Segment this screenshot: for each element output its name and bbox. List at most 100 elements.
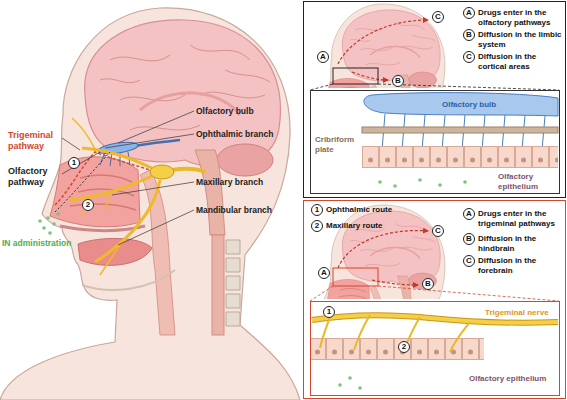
circle-text: B	[393, 76, 403, 86]
circle-text: A	[318, 52, 328, 62]
jaw-line	[82, 270, 175, 290]
circle-text: 2	[399, 342, 409, 352]
stage-letter: C	[432, 225, 444, 237]
drug-particle	[42, 226, 46, 230]
part-label: Olfactory bulb	[442, 100, 532, 110]
drug-particles	[378, 178, 467, 188]
circle-text: A	[464, 8, 474, 18]
drug-particle	[38, 219, 42, 223]
drug-particle	[48, 231, 52, 235]
list-marker: C	[463, 255, 475, 267]
olfactory-bulb-detail	[364, 93, 558, 116]
callout-number: 2	[398, 341, 410, 353]
part-label: Olfactory epithelium	[498, 172, 558, 192]
inset-box: Trigeminal nerveOlfactory epithelium 1 2	[310, 301, 560, 396]
trigeminal-root	[172, 169, 205, 172]
spinal-cord	[212, 235, 224, 335]
part-label: Cribriform plate	[315, 135, 361, 155]
vertebrae	[226, 240, 240, 326]
stage-letter: A	[318, 267, 330, 279]
olfactory-epithelium	[311, 338, 484, 360]
structure-label: Mandibular branch	[196, 205, 296, 216]
head-silhouette	[0, 8, 300, 400]
callout-number: 1	[68, 157, 80, 169]
olfactory-route-line	[55, 152, 110, 212]
pathway-label: Olfactory pathway	[8, 166, 66, 188]
drug-particle	[393, 184, 397, 188]
drug-particle	[56, 212, 60, 216]
circle-text: 1	[324, 307, 334, 317]
nerve-pathways	[38, 111, 205, 275]
circle-text: 1	[312, 205, 322, 215]
list-marker: 1	[311, 204, 323, 216]
head-copy	[304, 4, 450, 88]
drug-particle	[358, 386, 362, 390]
trigeminal-inset-art	[311, 315, 558, 390]
olfactory-epithelium	[362, 146, 558, 168]
list-text: Diffusion in the limbic system	[478, 30, 566, 50]
callout-number: 1	[323, 306, 335, 318]
structure-label: Olfactory bulb	[196, 106, 296, 117]
inset-box: Cribriform plate Olfactory bulbOlfactory …	[310, 90, 560, 194]
list-text: Drugs enter in the trigeminal pathways	[478, 209, 566, 229]
maxillary-branch	[70, 176, 152, 200]
stage-letter: A	[317, 51, 329, 63]
drug-particle	[52, 222, 56, 226]
circle-text: C	[433, 226, 443, 236]
nasal-cavity	[50, 157, 140, 227]
diffusion-arrow	[338, 231, 428, 268]
callout-number: 2	[82, 199, 94, 211]
trigeminal-ganglion	[150, 165, 174, 179]
zoom-box	[333, 268, 378, 286]
route-text: Maxillary route	[326, 221, 436, 231]
head-copy	[305, 205, 450, 299]
circle-text: 2	[83, 200, 93, 210]
drug-particle	[438, 183, 442, 187]
list-marker: A	[463, 7, 475, 19]
drug-particle	[378, 180, 382, 184]
part-label: Trigeminal nerve	[485, 308, 561, 318]
route-text: Ophthalmic route	[326, 205, 436, 215]
brainstem	[195, 150, 225, 235]
small-head-olfactory	[304, 4, 450, 88]
diffusion-arrow	[372, 280, 418, 285]
zoom-line	[310, 286, 559, 301]
list-marker: C	[463, 51, 475, 63]
list-marker: A	[463, 208, 475, 220]
diffusion-arrow	[338, 20, 428, 64]
drug-particle	[463, 180, 467, 184]
circle-text: C	[464, 52, 474, 62]
trigeminal-panel: Ophthalmic routeMaxillary route Drugs ent…	[303, 200, 566, 399]
head-anatomy	[0, 8, 300, 400]
cerebellum	[217, 144, 273, 176]
part-label: Olfactory epithelium	[469, 374, 559, 384]
nerve-ending	[320, 315, 470, 352]
circle-text: B	[423, 279, 433, 289]
diffusion-arrow	[352, 72, 388, 80]
drug-particles	[338, 376, 362, 390]
stage-letter: C	[432, 11, 444, 23]
olfactory-tract	[135, 140, 180, 146]
circle-text: B	[464, 30, 474, 40]
olfactory-panel: Drugs enter in the olfactory pathwaysDif…	[303, 1, 566, 198]
nerve-twig	[82, 193, 110, 215]
drug-particle	[46, 216, 50, 220]
nerve-twig	[72, 118, 95, 149]
leader-line	[62, 111, 194, 245]
list-marker: B	[463, 233, 475, 245]
list-text: Diffusion in the forebrain	[478, 256, 566, 276]
list-text: Diffusion in the cortical areas	[478, 52, 566, 72]
zoom-box	[333, 68, 378, 84]
circle-text: 1	[69, 158, 79, 168]
drug-particle	[338, 383, 342, 387]
circle-text: C	[433, 12, 443, 22]
circle-text: C	[464, 256, 474, 266]
drug-particle	[348, 376, 352, 380]
pathway-label: IN administration	[2, 238, 76, 249]
ophthalmic-branch	[82, 148, 152, 168]
circle-text: 2	[312, 221, 322, 231]
structure-label: Maxillary branch	[196, 177, 296, 188]
list-text: Drugs enter in the olfactory pathways	[478, 8, 566, 28]
cribriform-plate	[362, 127, 558, 133]
